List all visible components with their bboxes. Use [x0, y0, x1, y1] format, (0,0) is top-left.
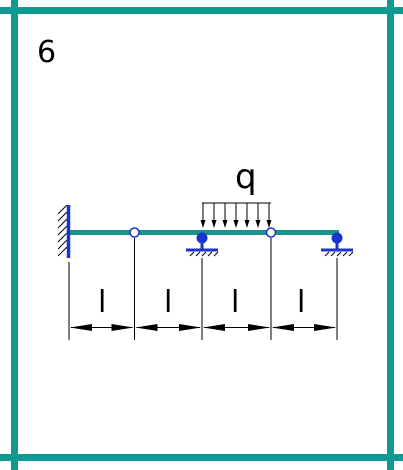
double-arrow-icon [203, 324, 270, 331]
arrow-down-icon [233, 203, 239, 228]
problem-number: 6 [37, 35, 56, 70]
load-arrows [200, 203, 272, 228]
hinge-icon [129, 227, 140, 238]
double-arrow-icon [135, 324, 201, 331]
dimension-arrows [70, 324, 336, 331]
frame-right [387, 0, 394, 470]
arrow-down-icon [211, 203, 217, 228]
span-label-4: l [297, 285, 305, 320]
load-label: q [235, 157, 257, 197]
hinge-icon [265, 227, 277, 238]
double-arrow-icon [272, 324, 336, 331]
wall-hatching [57, 204, 68, 257]
ground-hatching [324, 251, 354, 257]
frame-left [11, 0, 18, 470]
arrow-down-icon [255, 203, 261, 228]
distributed-load: q [200, 157, 272, 228]
span-labels: l l l l [98, 285, 305, 320]
fixed-wall-icon [57, 204, 71, 258]
frame-top [0, 7, 403, 14]
arrow-down-icon [266, 203, 272, 228]
dimension-extension-lines [68, 238, 338, 340]
arrow-down-icon [244, 203, 250, 228]
roller-support-icon [186, 232, 219, 257]
span-label-3: l [231, 285, 239, 320]
arrow-down-icon [200, 203, 206, 228]
arrow-down-icon [222, 203, 228, 228]
double-arrow-icon [70, 324, 134, 331]
span-label-2: l [164, 285, 172, 320]
ground-hatching [189, 251, 219, 257]
span-label-1: l [98, 285, 106, 320]
roller-support-icon [321, 232, 354, 257]
frame-bottom [0, 454, 403, 461]
